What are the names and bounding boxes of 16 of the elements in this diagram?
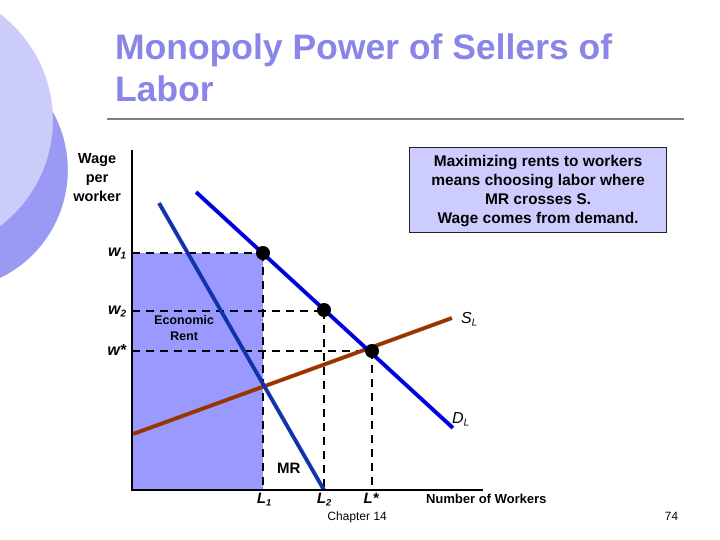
tick-label: w$_{2}$ [107, 300, 126, 319]
tick-label: L$_{1}$ [256, 490, 272, 508]
curve-label: S$_{L}$ [461, 309, 478, 328]
callout-box: Maximizing rents to workers means choosing labor where MR crosses S. Wage comes from demand. [409, 147, 667, 233]
tick-label: L$_{2}$ [316, 490, 332, 508]
footer-text: Chapter 14 [326, 509, 388, 523]
tick-label: L* [362, 490, 380, 508]
region-label: Economic Rent [153, 312, 215, 344]
tick-label: w$_{1}$ [107, 242, 126, 261]
curve-label: D$_{L}$ [452, 409, 470, 428]
slide-title: Monopoly Power of Sellers of Labor [115, 26, 614, 110]
page-number: 74 [664, 509, 678, 523]
axis-label: Wage per worker [72, 150, 122, 207]
axis-label: Number of Workers [426, 491, 548, 507]
curve-label: MR [277, 460, 302, 478]
tick-label: w* [106, 341, 126, 360]
